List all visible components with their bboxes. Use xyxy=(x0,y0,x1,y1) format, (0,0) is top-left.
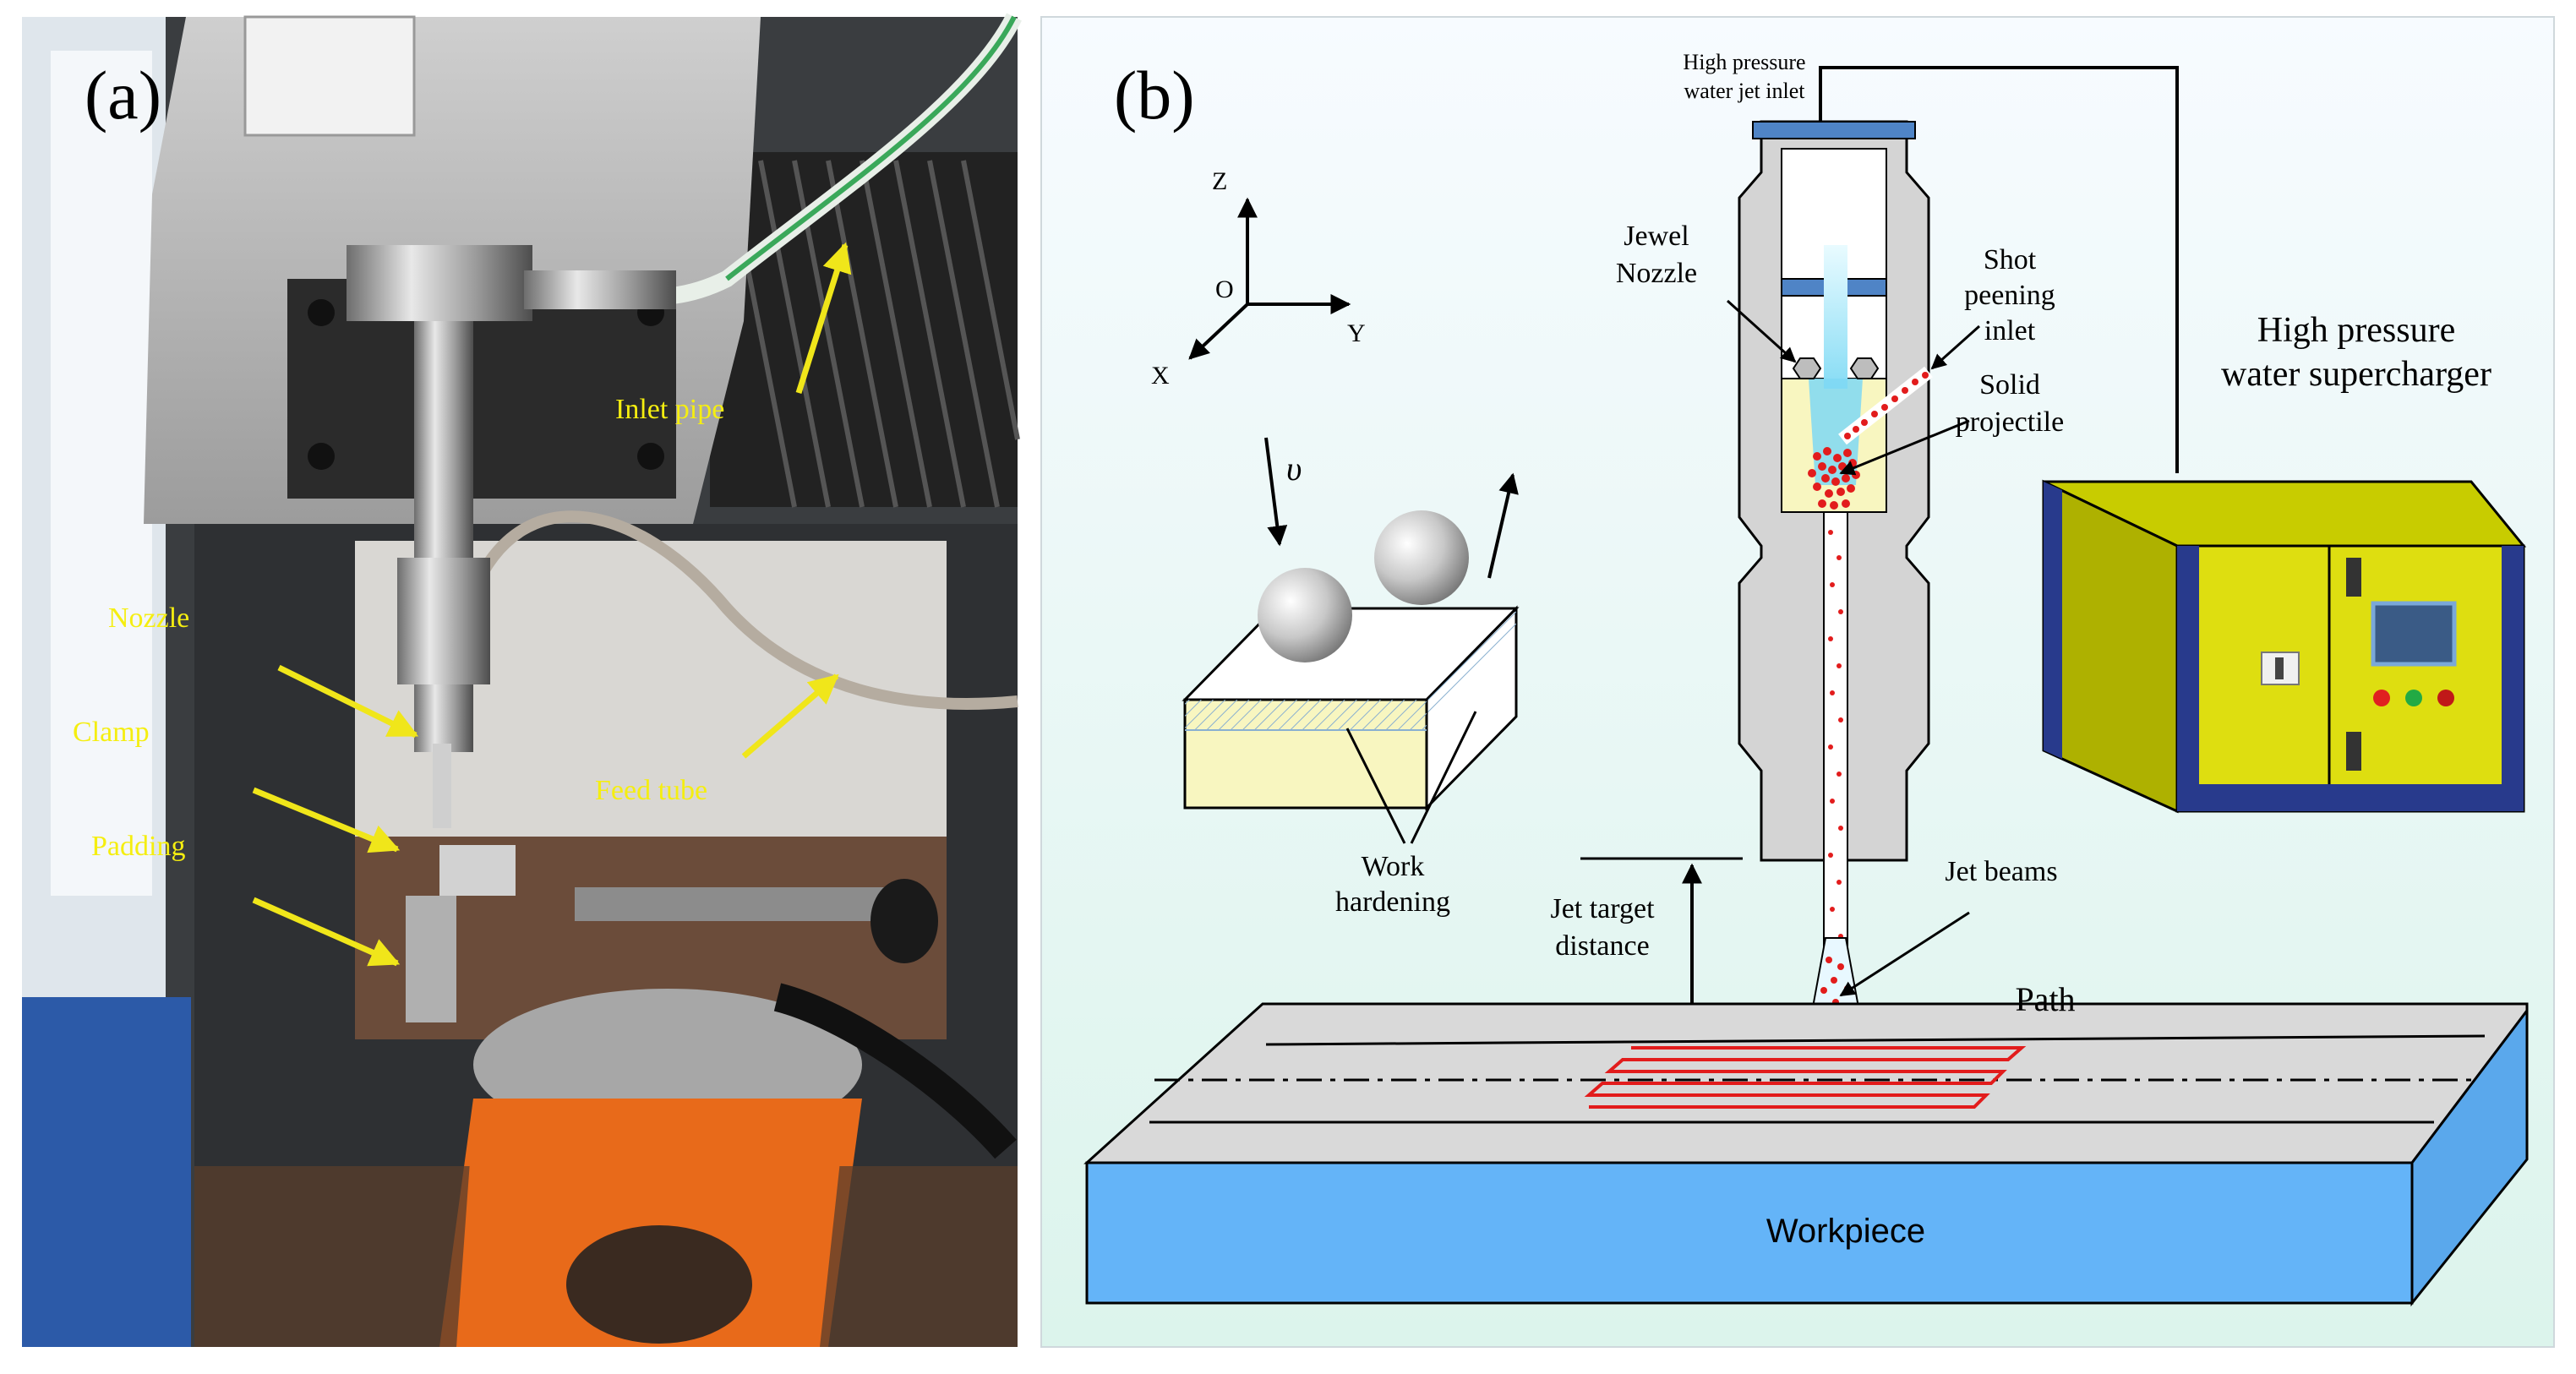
label-feed-tube: Feed tube xyxy=(595,775,707,806)
label-shot-2: peening xyxy=(1964,280,2055,311)
supercharger-bottom-trim xyxy=(2177,784,2524,811)
supercharger-button-red xyxy=(2373,690,2390,706)
supercharger-handle-bottom xyxy=(2346,732,2361,771)
label-inlet-2: water jet inlet xyxy=(1684,79,1806,103)
nozzle-lower xyxy=(414,684,473,752)
workpiece: Workpiece xyxy=(1083,1002,2529,1307)
pointer-shot-inlet xyxy=(1930,324,1980,370)
hood-sticker xyxy=(243,15,416,137)
arrow-inlet-pipe xyxy=(795,242,852,395)
vice-screw xyxy=(575,887,896,921)
nozzle-head xyxy=(347,245,532,321)
supercharger-button-green xyxy=(2405,690,2422,706)
label-jet-distance-2: distance xyxy=(1555,930,1649,962)
shot-inlet-dots xyxy=(1844,372,1929,439)
window-blue-panel xyxy=(22,997,191,1347)
axis-o-label: O xyxy=(1215,275,1234,303)
coordinate-axes xyxy=(1188,197,1351,360)
supercharger-handle-top xyxy=(2346,558,2361,597)
focusing-tube-particles xyxy=(1828,530,1843,966)
pointer-jewel-nozzle xyxy=(1726,299,1797,363)
axis-z-label: Z xyxy=(1212,167,1227,195)
panel-b-tag: (b) xyxy=(1114,57,1195,134)
pointer-solid-projectile xyxy=(1839,419,1970,476)
label-clamp: Clamp xyxy=(73,717,150,748)
label-solid-2: projectile xyxy=(1956,406,2064,438)
arrow-clamp xyxy=(252,787,401,853)
orange-base-hole xyxy=(566,1225,752,1344)
arrow-feed-tube xyxy=(741,673,839,759)
velocity-arrow-in xyxy=(1264,437,1288,547)
label-solid-1: Solid xyxy=(1979,369,2040,401)
label-shot-3: inlet xyxy=(1984,315,2036,346)
label-path: Path xyxy=(2015,980,2075,1018)
jewel-nozzle-right xyxy=(1849,357,1880,379)
workpiece-front xyxy=(1085,1161,2414,1305)
black-cable xyxy=(773,983,1017,1159)
label-supercharger-2: water supercharger xyxy=(2221,355,2491,394)
label-inlet-pipe: Inlet pipe xyxy=(615,394,724,425)
pointer-jet-beams xyxy=(1839,911,1970,997)
water-funnel xyxy=(1809,379,1863,485)
annotation-arrows xyxy=(252,242,852,967)
label-supercharger-1: High pressure xyxy=(2257,311,2455,350)
arrow-nozzle xyxy=(277,664,419,739)
supercharger-front-left-trim xyxy=(2177,546,2199,811)
work-hardening-pointer-2 xyxy=(1410,711,1477,844)
label-inlet-1: High pressure xyxy=(1683,50,1805,74)
nozzle-tip xyxy=(433,744,451,828)
impact-illustration: υ Work hardening xyxy=(1182,437,1520,918)
label-jewel-2: Nozzle xyxy=(1616,258,1697,289)
supercharger-left-trim xyxy=(2044,482,2062,759)
supercharger xyxy=(2042,479,2527,814)
projectile-sphere-incoming xyxy=(1258,568,1352,662)
jewel-nozzle-left xyxy=(1792,357,1822,379)
vice-jaw xyxy=(439,845,516,896)
supercharger-screen xyxy=(2371,601,2457,667)
projectile-sphere-rebound xyxy=(1374,510,1469,605)
nozzle-body xyxy=(414,321,473,575)
label-work-hardening-2: hardening xyxy=(1335,886,1450,918)
axis-x-label: X xyxy=(1151,362,1170,390)
scan-path xyxy=(1584,1046,2027,1109)
label-jewel-1: Jewel xyxy=(1624,221,1689,252)
window-glass xyxy=(51,51,152,896)
label-workpiece: Workpiece xyxy=(1766,1213,1925,1250)
label-work-hardening-1: Work xyxy=(1362,851,1425,882)
panel-a: (a) Inlet pipe Nozzle Clamp Feed tube Pa… xyxy=(22,13,1022,1347)
workpiece-track-line-1 xyxy=(1265,1034,2486,1046)
panel-a-tag: (a) xyxy=(85,57,161,134)
feed-tube-shape xyxy=(467,510,1018,710)
block-front-hatch xyxy=(1185,700,1427,730)
water-column xyxy=(1824,245,1847,389)
work-hardening-pointer-1 xyxy=(1345,728,1406,844)
inlet-pipe-stripe xyxy=(725,15,1017,281)
nozzle-side-fitting xyxy=(524,270,676,309)
nozzle-collar xyxy=(397,558,490,684)
panel-b: (b) Z O Y X υ xyxy=(1040,16,2555,1348)
velocity-arrow-out xyxy=(1487,472,1519,579)
supercharger-switch-knob xyxy=(2275,657,2284,679)
supercharger-button-darkred xyxy=(2437,690,2454,706)
label-jet-beams: Jet beams xyxy=(1945,856,2057,887)
arrow-padding xyxy=(252,897,401,967)
velocity-label: υ xyxy=(1286,450,1302,488)
vice-knob xyxy=(870,879,938,963)
label-padding: Padding xyxy=(91,831,185,862)
axis-y-label: Y xyxy=(1347,319,1366,347)
vice-clamp-plate xyxy=(406,896,456,1022)
label-nozzle: Nozzle xyxy=(108,602,189,634)
housing-cap xyxy=(1752,121,1916,139)
label-jet-distance-1: Jet target xyxy=(1550,893,1655,924)
focusing-tube xyxy=(1823,511,1848,983)
supercharger-front-right-trim xyxy=(2502,546,2524,811)
label-shot-1: Shot xyxy=(1984,244,2037,275)
projectile-cluster xyxy=(1808,447,1860,510)
block-side-hatch xyxy=(1427,608,1516,723)
